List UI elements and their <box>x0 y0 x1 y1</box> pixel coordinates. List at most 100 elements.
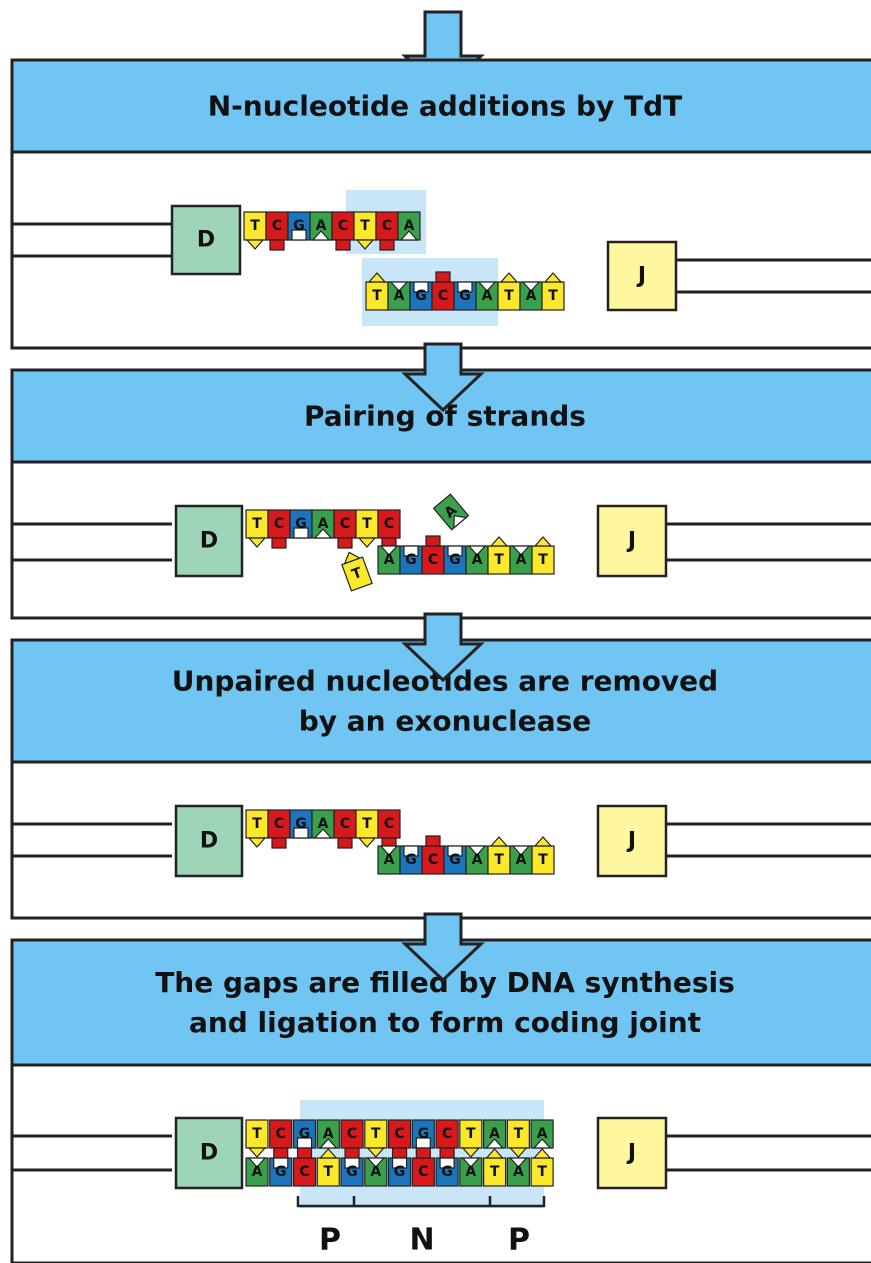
base-letter: A <box>394 288 405 304</box>
base-notch <box>477 281 497 292</box>
base-key <box>335 239 351 251</box>
j-segment-label: J <box>626 1141 636 1166</box>
top-nucleotide: C <box>267 509 291 549</box>
base-notch <box>461 1157 481 1168</box>
base-letter: A <box>252 1164 263 1180</box>
base-letter: G <box>405 552 417 568</box>
base-key <box>344 1147 360 1159</box>
bottom-nucleotide: C <box>292 1147 317 1187</box>
base-key <box>247 1147 267 1158</box>
base-notch <box>313 528 333 539</box>
base-notch <box>457 281 473 293</box>
base-letter: A <box>472 852 483 868</box>
bottom-nucleotide: A <box>465 545 489 575</box>
base-letter: A <box>472 552 483 568</box>
bottom-nucleotide: A <box>377 845 401 875</box>
top-nucleotide: A <box>311 509 335 539</box>
base-letter: A <box>489 1126 500 1142</box>
base-letter: G <box>346 1164 358 1180</box>
bottom-nucleotide: C <box>431 271 455 311</box>
base-notch <box>293 827 309 839</box>
bottom-nucleotide: A <box>509 545 533 575</box>
base-letter: C <box>340 516 350 532</box>
base-notch <box>379 845 399 856</box>
j-segment-label: J <box>626 829 636 854</box>
base-letter: A <box>370 1164 381 1180</box>
base-letter: C <box>299 1164 309 1180</box>
bracket-line <box>296 1196 546 1208</box>
base-letter: C <box>384 816 394 832</box>
base-key <box>391 1147 408 1159</box>
bracket-label-p: P <box>508 1223 530 1258</box>
step-title: and ligation to form coding joint <box>189 1006 701 1039</box>
base-letter: A <box>316 218 327 234</box>
base-key <box>533 536 553 547</box>
bottom-nucleotide: T <box>487 536 511 575</box>
bottom-nucleotide: A <box>465 845 489 875</box>
bottom-nucleotide: A <box>387 281 411 311</box>
bottom-nucleotide: A <box>364 1157 388 1187</box>
base-letter: A <box>482 288 493 304</box>
base-key <box>357 537 377 548</box>
base-key <box>337 537 353 549</box>
j-segment-label: J <box>636 264 646 289</box>
bottom-nucleotide: G <box>340 1157 364 1187</box>
base-letter: C <box>394 1126 404 1142</box>
d-segment <box>174 1116 244 1190</box>
step-panel-2: Pairing of strands <box>10 368 871 620</box>
j-segment <box>606 240 678 312</box>
base-key <box>425 835 441 847</box>
base-letter: A <box>384 852 395 868</box>
base-notch <box>403 845 419 857</box>
base-notch <box>439 1157 455 1169</box>
bottom-nucleotide: A <box>377 545 401 575</box>
base-letter: C <box>272 218 282 234</box>
base-notch <box>291 229 307 241</box>
base-letter: T <box>548 288 558 304</box>
bottom-nucleotide: G <box>399 845 423 875</box>
base-key <box>357 837 377 848</box>
base-notch <box>293 527 309 539</box>
d-segment-label: D <box>200 829 218 854</box>
base-notch <box>379 545 399 556</box>
base-key <box>355 239 375 250</box>
top-nucleotide: A <box>309 211 333 241</box>
flipped-bottom-nucleotide: T <box>341 551 373 592</box>
top-nucleotide: C <box>331 211 355 251</box>
base-letter: A <box>318 816 329 832</box>
base-letter: T <box>252 816 262 832</box>
base-notch <box>509 1157 528 1168</box>
base-notch <box>273 1157 289 1169</box>
top-nucleotide: C <box>387 1119 412 1159</box>
bottom-nucleotide: C <box>411 1147 435 1187</box>
base-key <box>343 551 362 565</box>
base-notch <box>521 281 541 292</box>
top-nucleotide: G <box>289 509 313 539</box>
base-key <box>533 836 553 847</box>
bottom-nucleotide: T <box>541 272 565 311</box>
bottom-nucleotide: G <box>387 1157 412 1187</box>
base-letter: A <box>513 1164 524 1180</box>
bottom-nucleotide: G <box>453 281 477 311</box>
d-segment <box>174 504 244 578</box>
base-letter: T <box>323 1164 333 1180</box>
base-letter: T <box>252 1126 262 1142</box>
base-letter: G <box>293 218 305 234</box>
base-key <box>415 1147 431 1159</box>
base-letter: T <box>537 1164 547 1180</box>
top-nucleotide: C <box>375 211 399 251</box>
base-key <box>499 272 519 283</box>
bottom-nucleotide: C <box>421 535 445 575</box>
base-letter: C <box>438 288 448 304</box>
base-letter: T <box>514 1126 524 1142</box>
top-nucleotide: G <box>287 211 311 241</box>
bottom-nucleotide: A <box>509 845 533 875</box>
base-key <box>318 1148 338 1159</box>
d-segment-label: D <box>197 228 215 253</box>
bottom-nucleotide: A <box>459 1157 483 1187</box>
base-letter: T <box>250 218 260 234</box>
base-letter: T <box>494 552 504 568</box>
